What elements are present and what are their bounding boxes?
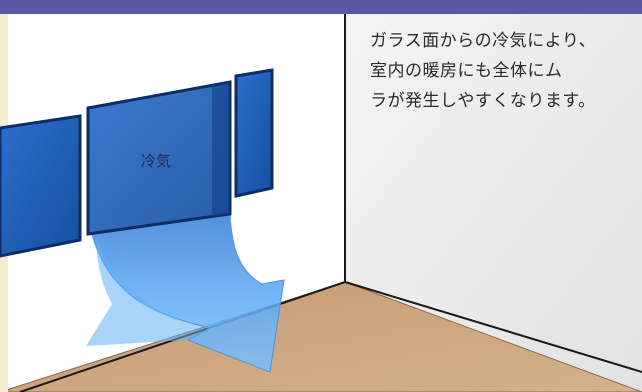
caption-text: ガラス面からの冷気により、 室内の暖房にも全体にム ラが発生しやすくなります。	[370, 26, 632, 116]
cold-air-label: 冷気	[140, 152, 171, 170]
window-center-shade	[212, 82, 230, 217]
right-wall	[345, 14, 642, 392]
window-right	[234, 68, 274, 198]
floor-right-line	[344, 281, 642, 373]
caption-line-1: ガラス面からの冷気により、	[370, 31, 597, 51]
window-left	[0, 114, 82, 258]
floor	[0, 282, 642, 392]
caption-line-2: 室内の暖房にも全体にム	[370, 61, 563, 81]
top-band	[0, 0, 642, 14]
caption-line-3: ラが発生しやすくなります。	[370, 91, 596, 111]
cold-air-arrow-body	[86, 236, 210, 346]
